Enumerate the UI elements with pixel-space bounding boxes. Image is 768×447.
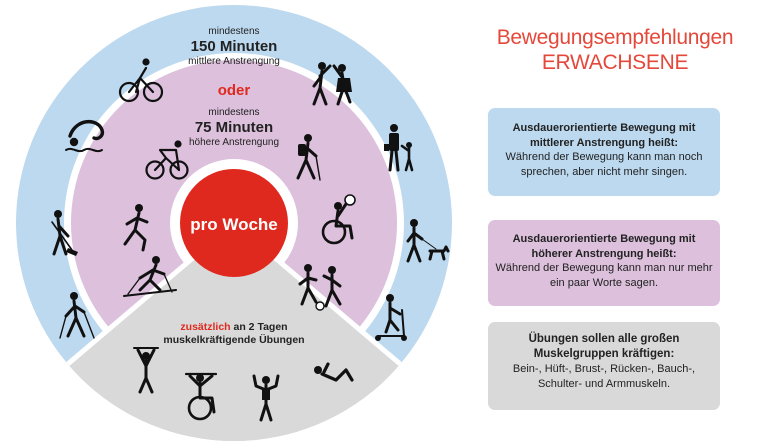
weightlifter-icon [133,347,159,394]
vigorous-heading: Ausdauerorientierte Bewegung mit höherer… [512,233,696,260]
situp-icon [314,362,354,382]
walking-family-icon [384,124,414,172]
soccer-players-icon [298,264,342,311]
strength-line1: zusätzlich an 2 Tagen [180,321,287,333]
wheelchair-ball-icon [321,194,356,245]
wheelchair-training-icon [184,372,218,421]
oder-label: oder [218,82,251,99]
inner-ring-line1: mindestens [208,107,259,118]
runner-icon [123,204,149,252]
strength-highlight: zusätzlich [180,321,230,333]
center-circle [180,169,288,277]
strength-segment [16,219,452,441]
sweeping-icon [51,210,78,256]
inner-ring-minutes: 75 Minuten [195,119,273,136]
page-title-line2: ERWACHSENE [541,51,689,74]
dancing-couple-icon [312,62,352,106]
swimmer-icon [65,120,105,153]
nordic-walker-icon [59,292,95,339]
center-label: pro Woche [190,215,278,234]
strength-line2: muskelkräftigende Übungen [163,333,304,346]
recommendation-diagram: pro Woche mindestens 150 Minuten mittler… [16,5,452,441]
resistance-band-icon [252,374,280,422]
vigorous-body: Während der Bewegung kann man nur mehr e… [495,262,713,289]
dog-walker-icon [406,219,450,263]
strength-body: Bein-, Hüft-, Brust-, Rücken-, Bauch-, S… [512,363,696,390]
inner-ring-line3: höhere Anstrengung [189,137,279,148]
moderate-info-box: Ausdauerorientierte Bewegung mit mittler… [488,108,720,196]
moderate-heading: Ausdauerorientierte Bewegung mit mittler… [512,122,696,149]
vigorous-info-box: Ausdauerorientierte Bewegung mit höherer… [488,220,720,306]
hiker-icon [296,134,321,181]
cyclist-icon [118,58,164,103]
strength-info-box: Übungen sollen alle großen Muskelgruppen… [488,322,720,410]
racing-cyclist-icon [145,140,189,180]
cross-country-skier-icon [123,256,177,297]
outer-ring-line3: mittlere Anstrengung [188,56,280,67]
scooter-icon [375,294,407,341]
page-title-line1: Bewegungsempfehlungen [496,26,734,49]
strength-heading: Übungen sollen alle großen Muskelgruppen… [528,333,680,360]
outer-ring-line1: mindestens [208,26,259,37]
moderate-body: Während der Bewegung kann man noch sprec… [505,151,703,178]
outer-ring-minutes: 150 Minuten [191,38,278,55]
strength-line1-rest: an 2 Tagen [231,321,288,333]
